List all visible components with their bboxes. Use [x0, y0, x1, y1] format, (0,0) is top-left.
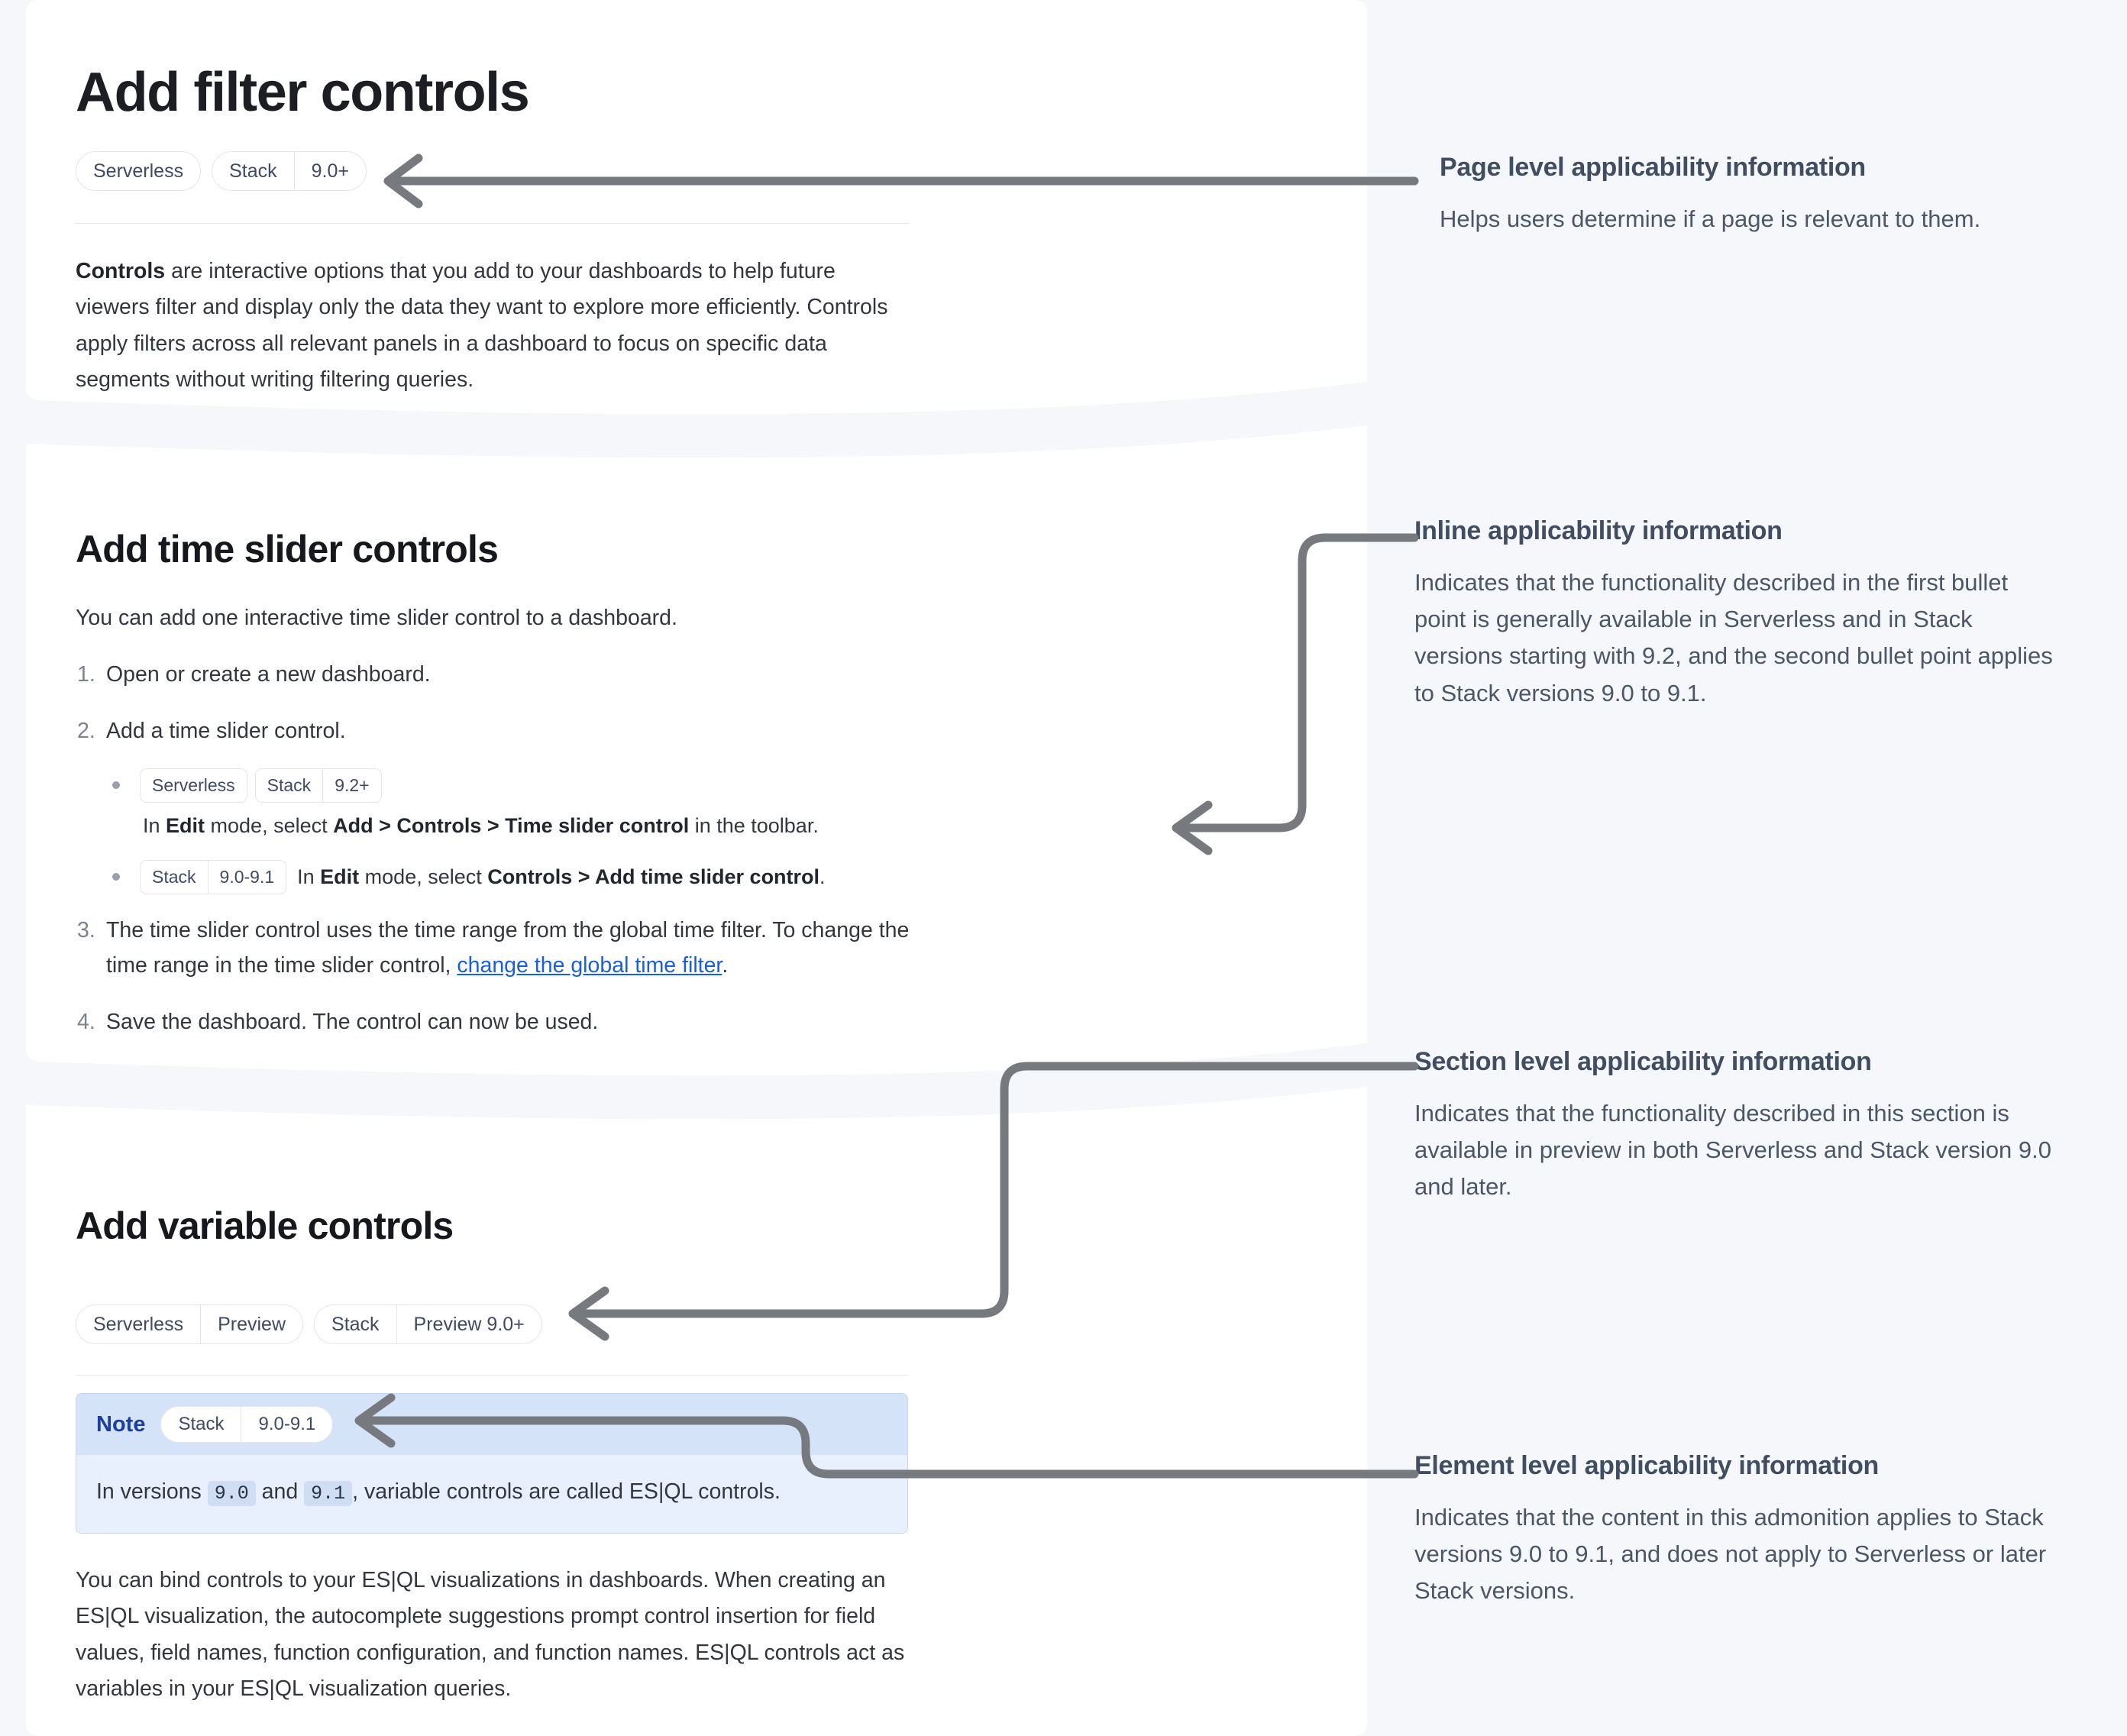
- intro-lead: Controls: [76, 259, 166, 283]
- badge-segment-version: 9.2+: [322, 769, 380, 803]
- list-item: 4. Save the dashboard. The control can n…: [76, 1004, 912, 1039]
- page-applicability-badges: Serverless Stack 9.0+: [76, 151, 367, 191]
- intro-paragraph: Controls are interactive options that yo…: [76, 254, 908, 398]
- note-badge-stack[interactable]: Stack 9.0-9.1: [160, 1406, 334, 1443]
- annotation-body: Indicates that the functionality describ…: [1414, 1099, 2052, 1201]
- annotation-page-level: Page level applicability information Hel…: [1440, 151, 2081, 238]
- section-heading-time-slider: Add time slider controls: [76, 528, 499, 571]
- version-code-91: 9.1: [304, 1481, 353, 1506]
- badge-segment-lifecycle-version: Preview 9.0+: [396, 1305, 541, 1343]
- annotation-heading: Section level applicability information: [1414, 1047, 1872, 1076]
- step-number: 2.: [77, 719, 95, 744]
- title-divider: [76, 223, 908, 224]
- annotation-body: Helps users determine if a page is relev…: [1440, 205, 1981, 232]
- annotation-element-level: Element level applicability information …: [1414, 1450, 2056, 1610]
- step-number: 3.: [77, 917, 95, 942]
- step-number: 4.: [77, 1010, 95, 1035]
- list-item: 1. Open or create a new dashboard.: [76, 657, 912, 692]
- list-item: Serverless Stack 9.2+ In Edit mode, sele…: [106, 768, 912, 842]
- note-label: Note: [96, 1411, 146, 1437]
- annotation-section-level: Section level applicability information …: [1414, 1046, 2056, 1206]
- time-slider-sub-bullets: Serverless Stack 9.2+ In Edit mode, sele…: [106, 768, 912, 894]
- badge-segment-product: Stack: [331, 1313, 380, 1335]
- sub-bullet-text: In Edit mode, select Controls > Add time…: [297, 865, 826, 889]
- annotation-heading: Page level applicability information: [1440, 153, 1866, 182]
- inline-badge-stack[interactable]: Stack 9.0-9.1: [140, 859, 287, 894]
- annotation-heading: Element level applicability information: [1414, 1451, 1880, 1480]
- annotation-heading: Inline applicability information: [1414, 516, 1783, 545]
- page-title: Add filter controls: [76, 62, 530, 123]
- badge-segment-product: Serverless: [93, 160, 184, 182]
- page-badge-serverless[interactable]: Serverless: [76, 151, 202, 191]
- step-text: Add a time slider control.: [106, 719, 346, 744]
- step-text: Save the dashboard. The control can now …: [106, 1010, 599, 1035]
- note-admonition: Note Stack 9.0-9.1 In versions 9.0 and 9…: [76, 1393, 908, 1534]
- badge-segment-product: Stack: [178, 1414, 225, 1434]
- sub-bullet-text: In Edit mode, select Add > Controls > Ti…: [143, 814, 819, 838]
- badge-segment-product: Serverless: [93, 1313, 184, 1335]
- annotation-inline: Inline applicability information Indicat…: [1414, 515, 2056, 712]
- step-text: The time slider control uses the time ra…: [106, 917, 910, 978]
- annotation-body: Indicates that the content in this admon…: [1414, 1503, 2047, 1605]
- step-text: Open or create a new dashboard.: [106, 662, 431, 687]
- section-divider: [76, 1375, 908, 1376]
- time-slider-intro: You can add one interactive time slider …: [76, 606, 677, 630]
- time-slider-steps: 1. Open or create a new dashboard. 2. Ad…: [76, 657, 912, 1039]
- intro-rest: are interactive options that you add to …: [76, 259, 888, 392]
- badge-segment-product: Stack: [152, 866, 196, 887]
- page-badge-stack[interactable]: Stack 9.0+: [212, 151, 367, 191]
- badge-segment-product: Stack: [229, 160, 277, 182]
- inline-badge-stack[interactable]: Stack 9.2+: [254, 768, 382, 803]
- variable-section-paragraph: You can bind controls to your ES|QL visu…: [76, 1568, 905, 1701]
- documentation-column: Add filter controls Serverless Stack 9.0…: [26, 0, 1367, 1736]
- list-item: 2. Add a time slider control. Serverless…: [76, 713, 912, 894]
- note-header: Note Stack 9.0-9.1: [76, 1394, 907, 1455]
- section-heading-variable: Add variable controls: [76, 1204, 454, 1247]
- badge-segment-version: 9.0-9.1: [241, 1407, 332, 1442]
- badge-segment-version: 9.0+: [293, 152, 366, 190]
- step-number: 1.: [77, 662, 95, 687]
- step-text-tail: .: [722, 952, 729, 978]
- section-applicability-badges: Serverless Preview Stack Preview 9.0+: [76, 1304, 542, 1344]
- list-item: 3. The time slider control uses the time…: [76, 913, 912, 983]
- version-code-90: 9.0: [207, 1481, 256, 1506]
- badge-segment-lifecycle: Preview: [200, 1305, 302, 1343]
- section-badge-serverless[interactable]: Serverless Preview: [76, 1304, 304, 1344]
- global-time-filter-link[interactable]: change the global time filter: [457, 952, 722, 978]
- badge-segment-version: 9.0-9.1: [207, 860, 286, 894]
- bullet-dot: [112, 781, 120, 790]
- badge-segment-product: Stack: [267, 775, 312, 796]
- list-item: Stack 9.0-9.1 In Edit mode, select Contr…: [106, 859, 912, 894]
- section-badge-stack[interactable]: Stack Preview 9.0+: [314, 1304, 542, 1344]
- note-body: In versions 9.0 and 9.1, variable contro…: [96, 1479, 781, 1506]
- inline-badge-serverless[interactable]: Serverless: [140, 768, 247, 803]
- annotation-body: Indicates that the functionality describ…: [1414, 568, 2053, 706]
- badge-segment-product: Serverless: [152, 775, 235, 796]
- bullet-dot: [112, 872, 120, 881]
